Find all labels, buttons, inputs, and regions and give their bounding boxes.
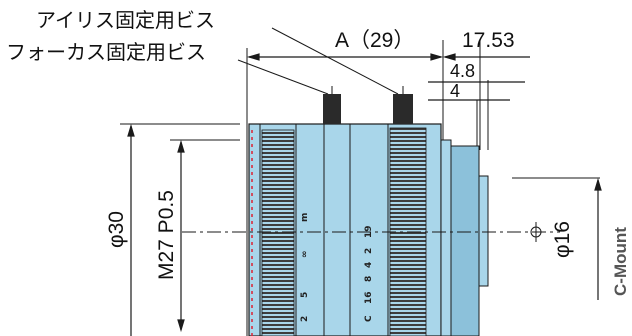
lens-body [248,123,489,336]
mount-label: C-Mount [611,227,630,296]
dim-4-8-label: 4.8 [450,61,476,81]
focus-scale-inf: ∞ [300,250,310,259]
iris-scale-8: 8 [364,275,374,282]
dia-16-label: φ16 [551,221,574,258]
dimension-lines [127,53,602,336]
focus-scale-5: 5 [300,291,310,298]
leader-lines [237,27,399,95]
iris-scale-c: C [364,315,374,322]
dim-flange-label: 17.53 [462,29,515,52]
thread-label: M27 P0.5 [155,190,178,280]
focus-scale-2: 2 [300,315,310,322]
center-line [182,222,560,242]
focus-screw-label: フォーカス固定用ビス [6,40,206,64]
screws [323,86,413,124]
extension-lines [120,40,600,336]
dia-30-label: φ30 [105,211,128,248]
iris-scale-19: 19 [364,225,374,238]
iris-screw-label: アイリス固定用ビス [36,8,215,32]
iris-scale-16: 16 [364,291,374,304]
dim-4-label: 4 [450,81,461,101]
iris-scale-4: 4 [364,261,374,268]
dim-a-label: A（29） [335,29,415,52]
focus-scale-m: m [300,212,310,222]
iris-scale-2: 2 [364,247,374,254]
